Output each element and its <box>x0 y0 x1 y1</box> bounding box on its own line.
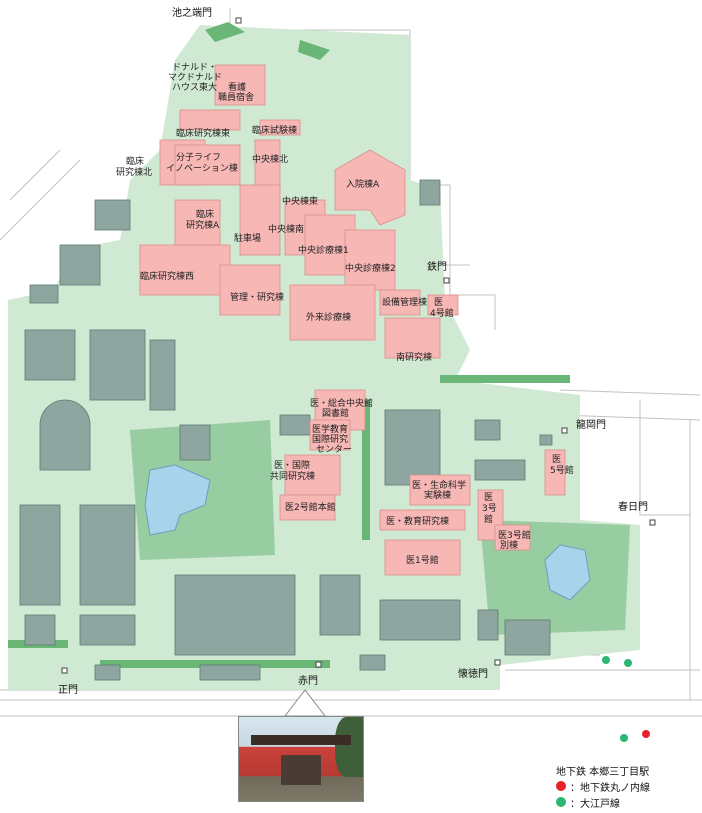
label-chuo-shinryo2: 中央診療棟2 <box>345 262 396 274</box>
legend-marunouchi-label: ：地下鉄丸ノ内線 <box>570 782 650 794</box>
label-kokusai: 医・国際共同研究棟 <box>270 459 315 482</box>
legend-marunouchi: ：地下鉄丸ノ内線 <box>556 778 696 794</box>
legend-oedo: ：大江戸線 <box>556 794 696 810</box>
gate-tetsu: 鉄門 <box>427 260 447 273</box>
building-labels: ドナルド・マクドナルドハウス東大 看護職員宿舎 臨床研究棟東 臨床試験棟 臨床研… <box>116 62 574 566</box>
label-chuo-minami: 中央棟南 <box>268 223 304 235</box>
ponds <box>144 464 591 601</box>
gray-buildings <box>19 179 553 681</box>
label-gairai: 外来診療棟 <box>306 311 351 323</box>
label-rinsho-shiken: 臨床試験棟 <box>252 124 297 136</box>
legend-station: 地下鉄 本郷三丁目駅 <box>556 762 696 778</box>
label-rinsho-a: 臨床研究棟A <box>186 208 220 231</box>
label-chushajo: 駐車場 <box>234 232 261 244</box>
photo-pointer <box>283 689 327 717</box>
marunouchi-dot-icon <box>556 781 566 791</box>
gate-kaitoku: 懐徳門 <box>458 667 488 680</box>
oedo-dot <box>620 734 628 742</box>
gate-markers <box>61 17 656 674</box>
label-setsubi: 設備管理棟 <box>382 296 427 308</box>
label-chuo-kita: 中央棟北 <box>252 153 288 165</box>
legend-station-label: 地下鉄 本郷三丁目駅 <box>556 766 650 778</box>
label-bunshi: 分子ライフイノベーション棟 <box>166 152 238 174</box>
photo-tree <box>335 717 363 777</box>
label-chuo-higashi: 中央棟東 <box>282 195 318 207</box>
legend-oedo-label: ：大江戸線 <box>570 798 620 810</box>
label-i2: 医2号館本館 <box>285 501 336 513</box>
label-i1: 医1号館 <box>406 554 439 566</box>
label-chuo-shinryo1: 中央診療棟1 <box>298 244 349 256</box>
label-sogo: 医・総合中央館図書館 <box>310 397 373 419</box>
gate-ryuoka: 龍岡門 <box>576 418 606 431</box>
label-kyoiku: 医・教育研究棟 <box>386 515 449 527</box>
label-ronald: ドナルド・マクドナルドハウス東大 <box>168 62 222 93</box>
label-i3-annex: 医3号館別棟 <box>498 529 531 551</box>
gate-kasuga: 春日門 <box>618 501 648 513</box>
station-dots <box>602 656 650 742</box>
oedo-dot-icon <box>556 797 566 807</box>
label-seimei: 医・生命科学実験棟 <box>412 479 466 501</box>
gate-aka: 赤門 <box>298 675 318 687</box>
label-nyuin-a: 入院棟A <box>346 178 380 190</box>
subway-legend: 地下鉄 本郷三丁目駅 ：地下鉄丸ノ内線 ：大江戸線 <box>556 762 696 810</box>
label-rinsho-kita: 臨床研究棟北 <box>116 155 152 178</box>
label-kanri: 管理・研究棟 <box>230 291 284 303</box>
gate-sei: 正門 <box>58 684 78 696</box>
photo-gate-roof <box>251 735 351 745</box>
label-nurse: 看護職員宿舎 <box>218 81 254 103</box>
marunouchi-dot <box>642 730 650 738</box>
label-rinsho-kenkyu-higashi: 臨床研究棟東 <box>176 127 230 139</box>
gate-ikenohata: 池之端門 <box>172 6 212 19</box>
red-gate-photo <box>238 716 364 802</box>
photo-gate-opening <box>281 755 321 785</box>
label-igaku-kyoiku: 医学教育国際研究センター <box>312 423 352 455</box>
medical-buildings <box>139 64 566 576</box>
oedo-dot <box>602 656 610 664</box>
oedo-dot <box>624 659 632 667</box>
label-minami: 南研究棟 <box>396 351 432 363</box>
gate-labels: 池之端門 鉄門 龍岡門 春日門 懐徳門 赤門 正門 <box>58 6 648 696</box>
label-rinsho-nishi: 臨床研究棟西 <box>140 270 194 282</box>
